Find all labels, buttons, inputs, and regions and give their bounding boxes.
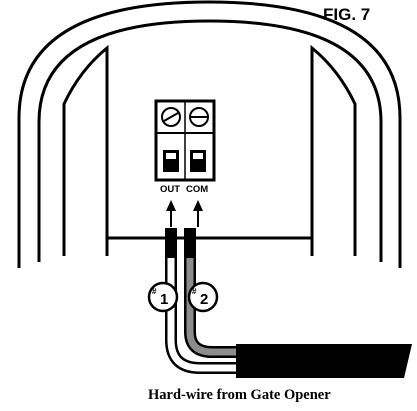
terminal-label-com: COM xyxy=(186,184,208,195)
wire-1-badge: # 1 xyxy=(147,281,179,313)
terminal-block xyxy=(154,99,216,182)
housing-right-panel xyxy=(310,44,357,256)
wire-2-insulation xyxy=(186,258,250,356)
housing-outer-shell xyxy=(17,0,402,268)
housing-left-panel xyxy=(62,44,109,256)
wire-1-hash: # xyxy=(152,287,157,296)
wire-2-badge: # 2 xyxy=(187,281,219,313)
arrow-up-com-icon xyxy=(193,200,203,227)
figure-caption: Hard-wire from Gate Opener xyxy=(148,387,331,403)
wire-1-number: 1 xyxy=(160,291,168,308)
stripped-wire-ends xyxy=(167,232,194,258)
wire-2-number: 2 xyxy=(200,291,208,308)
wire-2-hash: # xyxy=(192,287,197,296)
wire-1-insulation xyxy=(167,258,250,372)
cable-jacket xyxy=(236,344,412,378)
arrow-up-out-icon xyxy=(166,200,176,227)
housing-inner-shell xyxy=(37,19,383,262)
terminal-label-out: OUT xyxy=(160,184,180,195)
figure-title: FIG. 7 xyxy=(323,5,370,24)
